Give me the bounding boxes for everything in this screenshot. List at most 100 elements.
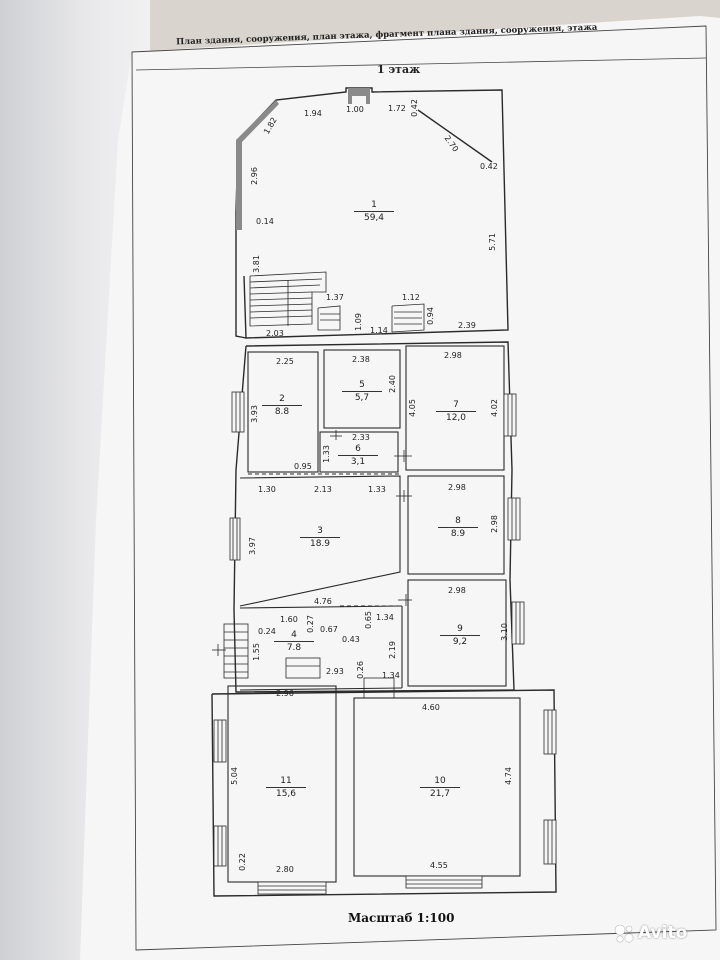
dimension-label: 0.94 <box>425 307 435 325</box>
scale-label: Масштаб 1:100 <box>348 911 455 925</box>
dimension-label: 2.39 <box>458 321 476 330</box>
dimension-label: 0.43 <box>342 635 360 644</box>
dimension-label: 2.98 <box>448 586 466 595</box>
dimension-label: 2.03 <box>266 329 284 338</box>
room-number: 7 <box>436 400 476 413</box>
dimension-label: 2.13 <box>314 485 332 494</box>
room-area: 21,7 <box>429 789 451 800</box>
dimension-label: 2.38 <box>352 355 370 364</box>
dimension-label: 1.09 <box>353 313 363 331</box>
room-number: 9 <box>440 624 480 637</box>
dimension-label: 2.96 <box>276 689 294 698</box>
dimension-label: 2.40 <box>387 375 397 393</box>
room-number: 4 <box>274 630 314 643</box>
dimension-label: 1.33 <box>321 445 331 463</box>
windows <box>213 391 557 895</box>
dimension-label: 3.10 <box>499 623 509 641</box>
staircase-main <box>249 271 425 333</box>
dimension-label: 2.33 <box>352 433 370 442</box>
dimension-label: 1.60 <box>280 615 298 624</box>
header-rule <box>135 57 707 71</box>
camera-icon <box>614 924 634 943</box>
dimension-label: 0.42 <box>480 162 498 171</box>
dimension-label: 0.26 <box>355 661 365 679</box>
dimension-label: 5.04 <box>229 767 239 785</box>
dimension-label: 1.34 <box>382 671 400 680</box>
dimension-label: 4.02 <box>489 399 499 417</box>
dimension-label: 1.94 <box>304 109 322 118</box>
dimension-label: 4.05 <box>407 399 417 417</box>
door-marks <box>212 430 412 656</box>
dimension-label: 1.00 <box>346 105 364 114</box>
dimension-label: 0.27 <box>305 615 315 633</box>
room-area: 15,6 <box>275 789 297 800</box>
dimension-label: 2.98 <box>489 515 499 533</box>
dimension-label: 1.34 <box>376 613 394 622</box>
room-area: 7.8 <box>286 643 302 654</box>
dimension-label: 2.93 <box>326 667 344 676</box>
dimension-label: 4.60 <box>422 703 440 712</box>
room-number: 6 <box>338 444 378 457</box>
dimension-label: 0.42 <box>409 99 419 117</box>
dimension-label: 1.30 <box>258 485 276 494</box>
dimension-label: 1.72 <box>388 104 406 113</box>
dimension-label: 2.98 <box>444 351 462 360</box>
avito-watermark: Avito <box>612 922 687 944</box>
room-area: 12,0 <box>445 413 467 424</box>
drawing-frame <box>131 25 717 951</box>
dimension-label: 0.14 <box>256 217 274 226</box>
dimension-label: 5.71 <box>487 233 497 251</box>
floor-label: 1 этаж <box>377 63 421 76</box>
room-area: 8.9 <box>450 529 466 540</box>
dimension-label: 4.74 <box>503 767 513 785</box>
room-number: 5 <box>342 380 382 393</box>
room-area: 9,2 <box>452 637 468 648</box>
watermark-text: Avito <box>638 923 688 943</box>
room-number: 3 <box>300 526 340 539</box>
dimension-label: 4.76 <box>314 597 332 606</box>
dimension-label: 0.22 <box>237 853 247 871</box>
room-area: 5,7 <box>354 393 370 404</box>
dimension-label: 1.55 <box>251 643 261 661</box>
dimension-label: 1.14 <box>370 326 388 335</box>
dimension-label: 3.93 <box>249 405 259 423</box>
dimension-label: 0.24 <box>258 627 276 636</box>
room-number: 8 <box>438 516 478 529</box>
dimension-label: 1.12 <box>402 293 420 302</box>
room-number: 2 <box>262 394 302 407</box>
thick-walls <box>236 88 370 230</box>
dimension-label: 0.95 <box>294 462 312 471</box>
room-number: 11 <box>266 776 306 789</box>
room-area: 8.8 <box>274 407 290 418</box>
room-number: 1 <box>354 200 394 213</box>
dimension-label: 0.65 <box>363 611 373 629</box>
staircase-entrance <box>223 623 395 699</box>
openings <box>248 473 402 607</box>
dimension-label: 1.33 <box>368 485 386 494</box>
dimension-label: 1.37 <box>326 293 344 302</box>
room-area: 18.9 <box>309 539 331 550</box>
dimension-label: 0.67 <box>320 625 338 634</box>
dimension-label: 2.96 <box>249 167 259 185</box>
room-number: 10 <box>420 776 460 789</box>
dimension-label: 2.80 <box>276 865 294 874</box>
dimension-label: 2.98 <box>448 483 466 492</box>
dimension-label: 2.19 <box>387 641 397 659</box>
interior-walls <box>227 345 521 883</box>
dimension-label: 4.55 <box>430 861 448 870</box>
dimension-label: 3.81 <box>251 255 261 273</box>
room-area: 3,1 <box>350 457 366 468</box>
dimension-label: 3.97 <box>247 537 257 555</box>
